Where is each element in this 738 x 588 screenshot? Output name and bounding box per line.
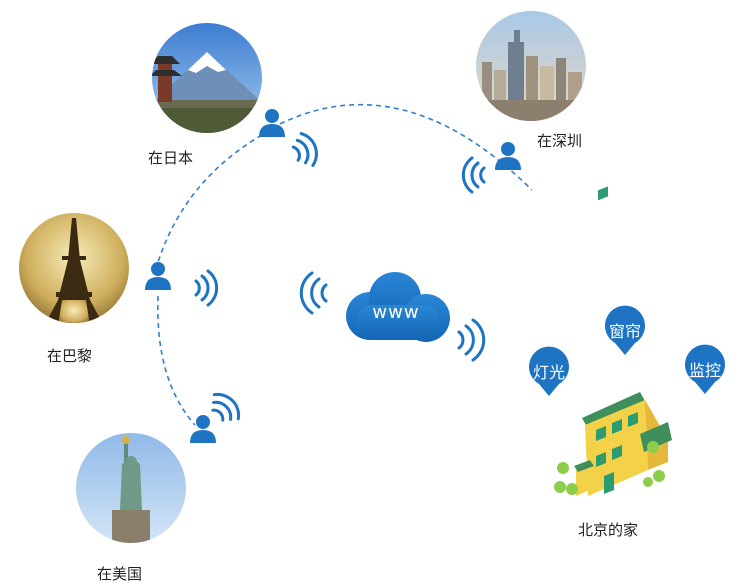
location-label-paris: 在巴黎 <box>47 347 93 365</box>
connection-arc-japan-paris <box>157 134 263 263</box>
wifi-signal-icon <box>461 156 486 194</box>
location-label-usa: 在美国 <box>97 565 143 583</box>
house-icon <box>554 186 672 496</box>
pin-icon: 灯光 <box>529 346 569 396</box>
home-label: 北京的家 <box>578 521 639 539</box>
wifi-signal-icon <box>299 271 328 315</box>
user-icon <box>145 262 171 290</box>
pin-icon: 监控 <box>685 344 725 394</box>
pin-label-monitor: 监控 <box>689 361 721 380</box>
wifi-signal-icon <box>194 269 219 307</box>
wifi-signal-icon <box>211 392 241 422</box>
location-label-shenzhen: 在深圳 <box>537 132 583 150</box>
user-icon <box>259 109 285 137</box>
wifi-signal-icon <box>457 318 486 362</box>
cloud-label: www <box>372 302 419 323</box>
mount-fuji-photo <box>152 23 262 133</box>
location-label-japan: 在日本 <box>148 149 194 167</box>
pin-icon: 窗帘 <box>605 305 645 355</box>
pin-label-light: 灯光 <box>533 363 565 382</box>
connection-arc-paris-usa <box>156 295 196 426</box>
pin-label-curtain: 窗帘 <box>609 322 641 341</box>
eiffel-tower-photo <box>19 213 129 323</box>
statue-of-liberty-photo <box>76 433 186 543</box>
connection-arc-japan-shenzhen <box>271 103 533 191</box>
cloud-icon: www <box>346 272 450 342</box>
city-skyline-photo <box>476 11 586 121</box>
user-icon <box>190 415 216 443</box>
wifi-signal-icon <box>291 132 318 168</box>
user-icon <box>495 142 521 170</box>
